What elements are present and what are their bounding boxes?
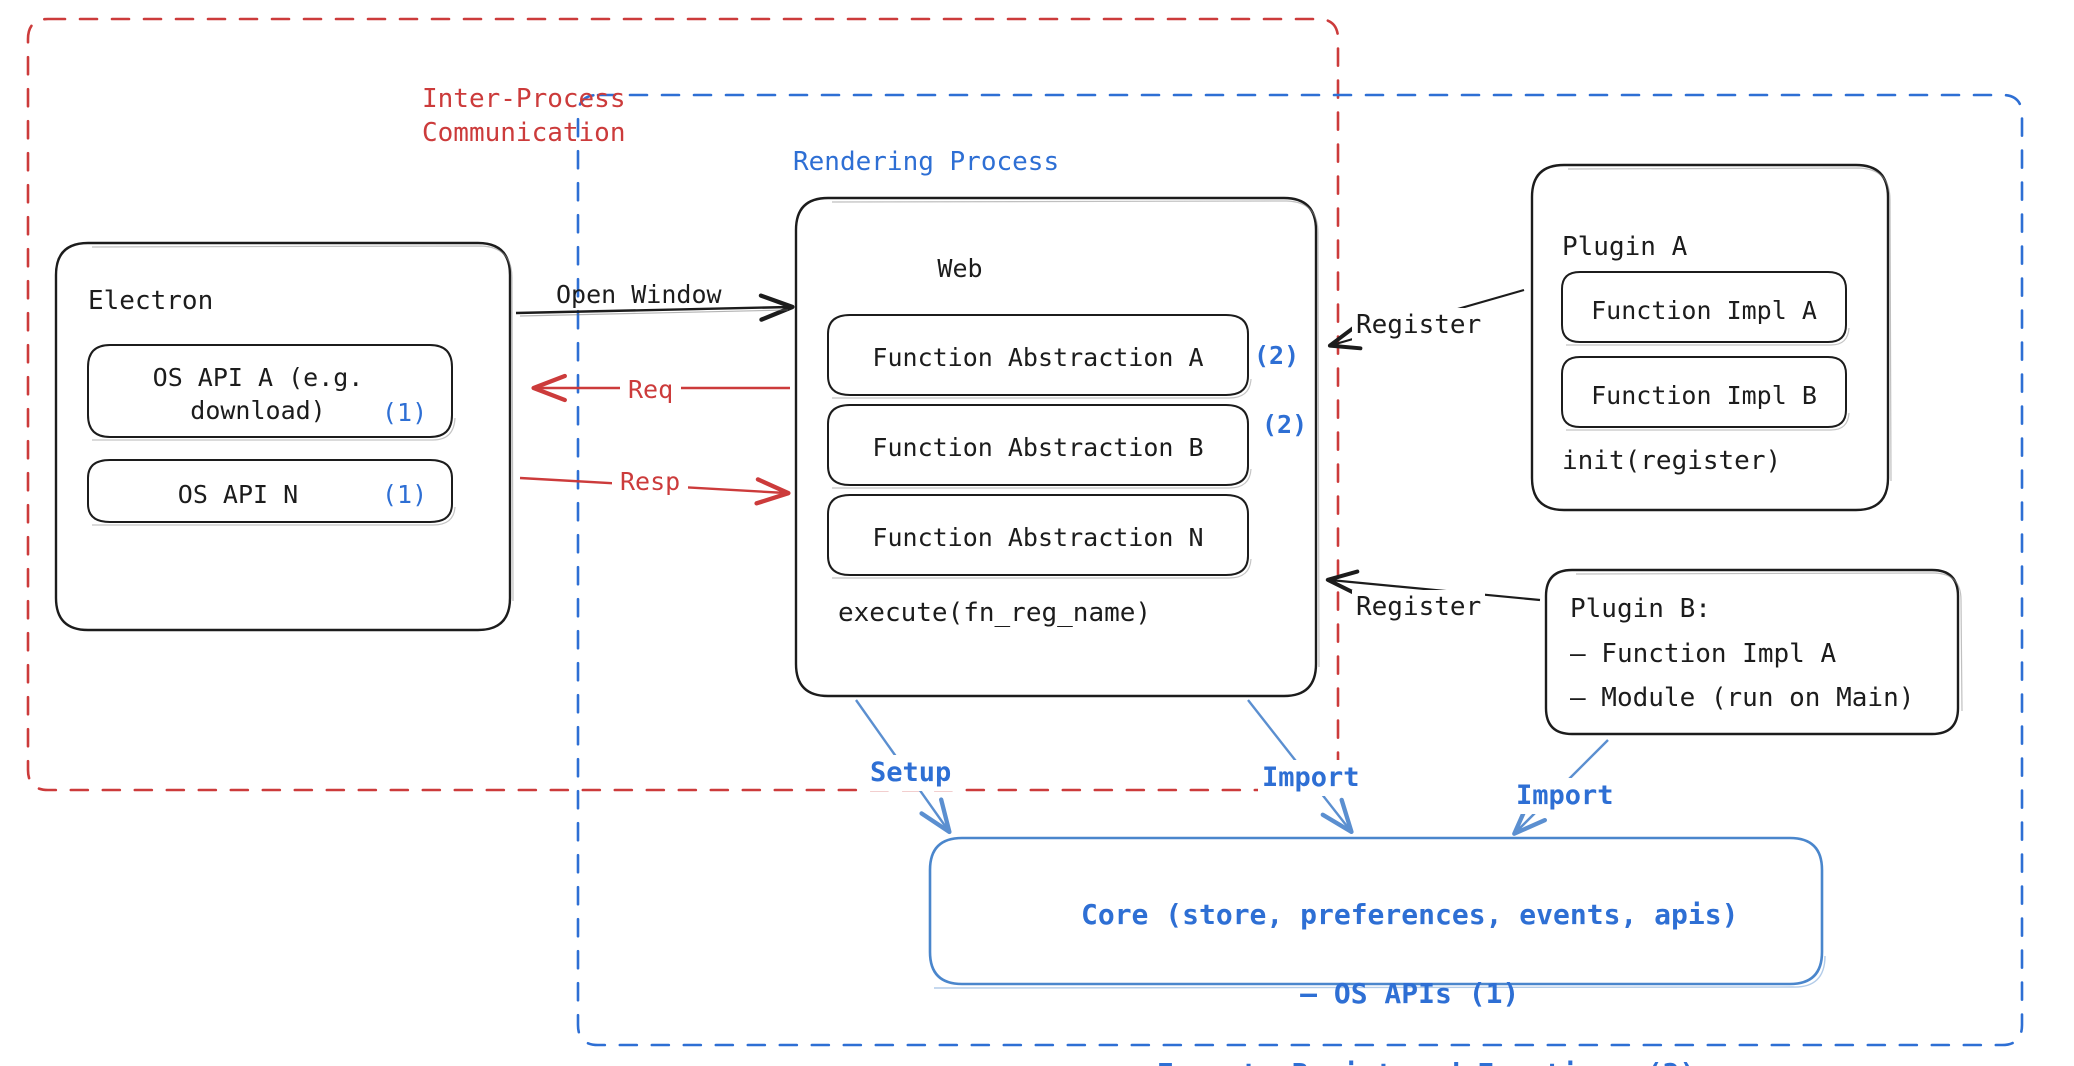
core-line-3: – Execute Registered Functions (2) [1123,1057,1696,1066]
core-label: Core (store, preferences, events, apis) … [930,855,1822,1066]
plugin-b-line-2: – Module (run on Main) [1570,683,1915,713]
core-line-1: Core (store, preferences, events, apis) [1080,897,1739,931]
os-api-n-marker: (1) [382,480,428,509]
plugin-b-title: Plugin B: [1570,594,1711,624]
resp-label: Resp [612,465,689,498]
os-api-a-label: OS API A (e.g. download) [108,361,408,427]
function-abstraction-n-label: Function Abstraction N [872,523,1204,552]
register-plugin-b-label: Register [1352,590,1486,625]
plugin-a-title: Plugin A [1562,232,1688,262]
function-abstraction-b-marker: (2) [1262,410,1308,439]
os-api-a-marker: (1) [382,398,428,427]
setup-label: Setup [866,755,956,791]
req-label: Req [620,373,682,406]
import-web-label: Import [1258,760,1364,796]
function-impl-a-label: Function Impl A [1591,296,1817,325]
function-abstraction-a-marker: (2) [1254,341,1300,370]
ipc-label-line2: Communication [422,118,626,149]
open-window-label: Open Window [556,280,722,309]
register-plugin-a-label: Register [1352,308,1486,343]
plugin-b-line-1: – Function Impl A [1570,639,1837,669]
function-impl-b-label: Function Impl B [1591,381,1817,410]
plugin-a-init-label: init(register) [1562,446,1782,476]
rendering-process-label: Rendering Process [793,147,1060,177]
ipc-label-line1: Inter-Process [422,84,626,114]
import-plugin-b-label: Import [1512,778,1618,814]
function-abstraction-a-label: Function Abstraction A [872,343,1204,372]
os-api-a-line1: OS API A (e.g. [152,363,364,392]
function-abstraction-b-label: Function Abstraction B [872,433,1204,462]
web-execute-label: execute(fn_reg_name) [838,598,1152,628]
os-api-a-line2: download) [190,396,326,425]
core-line-2: – OS APIs (1) [1300,977,1520,1011]
os-api-n-label: OS API N [177,480,299,509]
web-title: Web [937,254,983,283]
electron-title: Electron [88,286,214,316]
